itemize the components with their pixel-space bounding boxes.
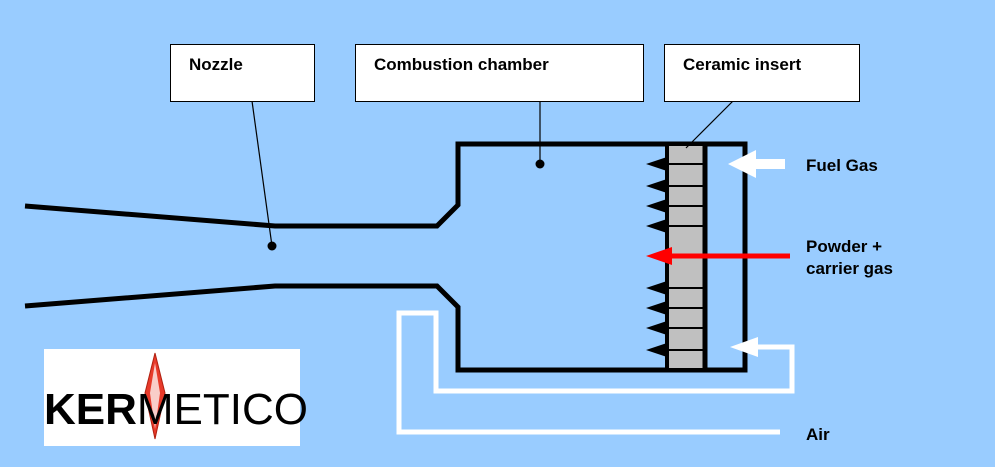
powder-label-line1: Powder + [806,237,883,256]
gas-jet-arrow [646,321,667,335]
chamber-leader-dot [535,159,545,169]
nozzle-callout: Nozzle [170,44,315,102]
logo-wordmark: KERMETICO [44,385,308,435]
kermetico-logo: KERMETICO [44,349,308,446]
air-label: Air [806,425,830,444]
combustion-chamber-callout: Combustion chamber [355,44,644,102]
air-arrow-head [730,337,758,357]
logo-diamond-icon [144,352,166,440]
gas-jet-arrow [646,343,667,357]
gas-jet-arrows [646,157,667,357]
logo-text-thin: METICO [136,385,309,434]
logo-text-bold: KER [44,385,137,434]
gas-jet-arrow [646,301,667,315]
gas-jet-arrow [646,219,667,233]
fuel-gas-label: Fuel Gas [806,156,878,175]
powder-label-line2: carrier gas [806,259,893,278]
insert-channels [667,163,705,351]
gas-jet-arrow [646,179,667,193]
gas-jet-arrow [646,199,667,213]
gas-jet-arrow [646,157,667,171]
air-supply-line [396,310,795,435]
nozzle-upper-wall [24,141,748,373]
powder-label: Powder + carrier gas [806,236,893,280]
gas-jet-arrow [646,281,667,295]
fuel-gas-arrow-head [728,150,756,178]
insert-leader-line [685,100,734,149]
ceramic-insert-callout: Ceramic insert [664,44,860,102]
powder-arrow-head [646,247,672,265]
nozzle-leader-line [251,100,273,247]
nozzle-leader-dot [267,241,277,251]
